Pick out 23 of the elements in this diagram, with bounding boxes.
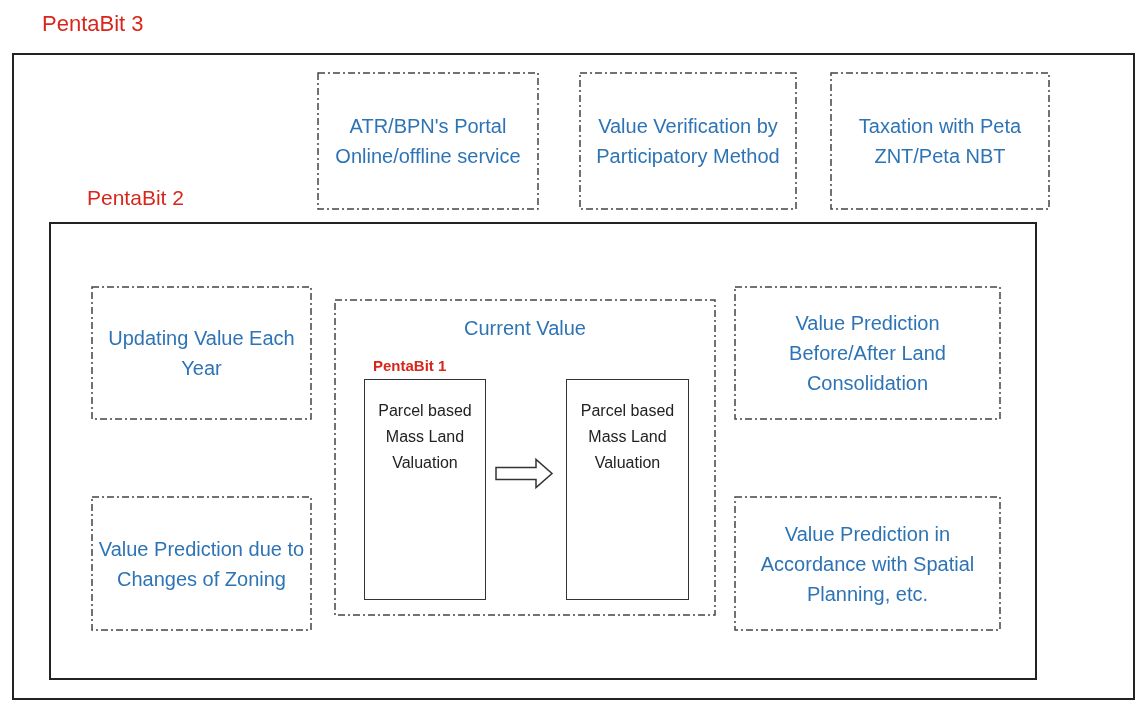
box-label: Value Prediction due to Changes of Zoning [97,536,306,592]
box-label: ATR/BPN's Portal Online/offline service [334,114,522,169]
dashed-box [579,72,797,210]
box-label: Parcel based Mass Land Valuation [579,401,676,473]
dashed-box [91,286,312,420]
dashed-box [334,299,716,616]
dashed-box [734,286,1001,420]
box-label: Updating Value Each Year [107,326,296,381]
process-box [566,379,689,600]
group-heading: PentaBit 3 [42,11,144,37]
dashed-box [317,72,539,210]
group-heading: PentaBit 2 [87,186,184,210]
box-label: Value Prediction in Accordance with Spatial Planning, etc. [759,521,976,607]
group-heading: PentaBit 1 [373,357,447,374]
box-label: Parcel based Mass Land Valuation [377,401,473,473]
dashed-box [91,496,312,631]
box-label: Value Verification by Participatory Method [595,114,781,169]
block-arrow [495,457,554,490]
box-label: Value Prediction Before/After Land Consolidation [788,311,947,396]
dashed-box [734,496,1001,631]
box-label: Taxation with Peta ZNT/Peta NBT [857,114,1023,169]
dashed-box [830,72,1050,210]
box-label: Current Value [463,316,587,341]
